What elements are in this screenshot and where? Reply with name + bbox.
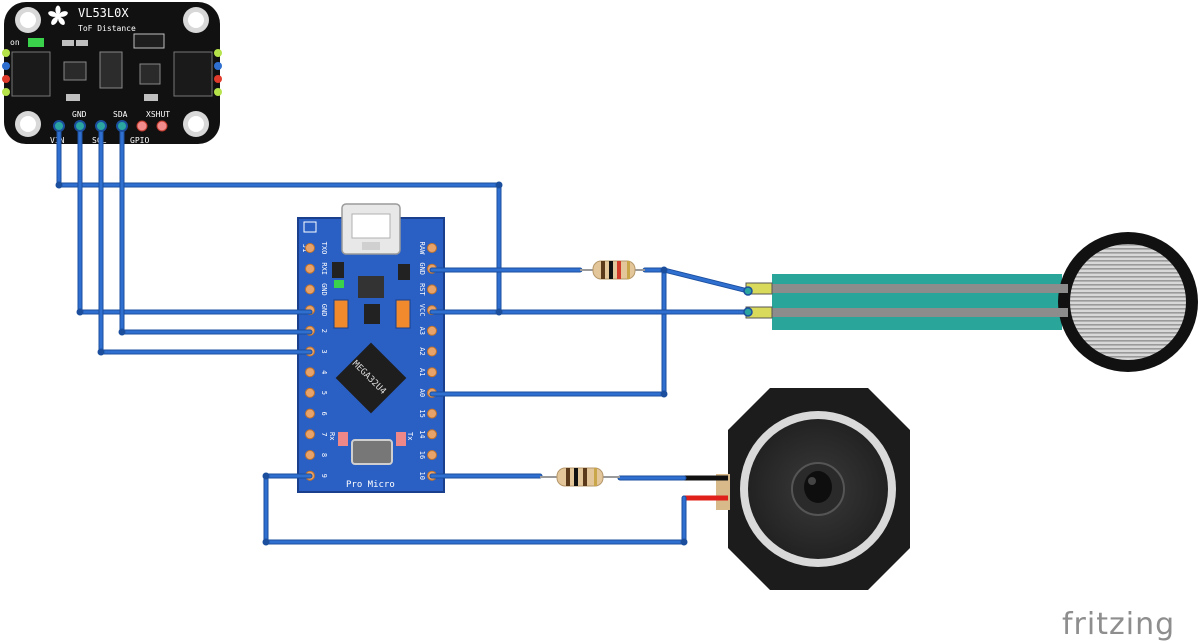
sensor-pin-label-gnd: GND	[72, 110, 87, 119]
pro-micro-pin-label: GND	[320, 283, 328, 296]
vl53l0x-sensor-board: VL53L0X ToF Distance on GND SDA XSHUT VI…	[2, 2, 222, 145]
force-sensitive-resistor	[745, 232, 1198, 372]
pro-micro-pin-left	[305, 263, 315, 274]
pro-micro-pin-label: 6	[320, 411, 328, 415]
pro-micro-pin-left	[305, 387, 315, 398]
wire-sda-pin2	[119, 123, 313, 335]
sensor-pin-label-gpio: GPIO	[130, 136, 149, 145]
on-label: on	[10, 38, 20, 47]
jumper-label: J1	[301, 244, 309, 252]
sensor-subtitle: ToF Distance	[78, 24, 136, 33]
pro-micro-pin-label: RAW	[418, 242, 426, 255]
adafruit-logo	[48, 5, 68, 25]
pro-micro-label: Pro Micro	[346, 480, 395, 490]
pro-micro-pin-label: RST	[418, 283, 426, 296]
pro-micro-pin-label: 10	[418, 471, 426, 479]
pro-micro-pin-left	[305, 408, 315, 419]
tx-label: Tx	[406, 432, 414, 440]
pro-micro-pin-label: RXI	[320, 262, 328, 275]
pro-micro-pin-label: 9	[320, 474, 328, 478]
resistor-speaker	[540, 467, 620, 487]
pro-micro-pin-label: A1	[418, 368, 426, 376]
pro-micro-pin-right	[427, 346, 437, 357]
pro-micro-pin-left	[305, 429, 315, 440]
pro-micro-pin-label: 15	[418, 409, 426, 417]
power-led	[28, 38, 44, 47]
pro-micro-pin-label: GND	[418, 262, 426, 275]
pro-micro-pin-label: TXO	[320, 242, 328, 255]
crystal	[351, 439, 393, 465]
pro-micro-pin-right	[427, 284, 437, 295]
wire-scl-pin3	[98, 123, 313, 355]
pro-micro-pin-label: A3	[418, 327, 426, 335]
sensor-title: VL53L0X	[78, 6, 129, 20]
resistor-fsr	[580, 260, 645, 280]
pro-micro-pin-label: 8	[320, 453, 328, 457]
wires	[53, 120, 753, 546]
rx-label: Rx	[328, 432, 336, 440]
pro-micro-pin-right	[427, 450, 437, 460]
pro-micro-pin-label: 3	[320, 349, 328, 353]
pro-micro-pin-label: 2	[320, 329, 328, 333]
fritzing-watermark: fritzing	[1062, 607, 1175, 642]
pro-micro-pin-label: VCC	[418, 304, 426, 317]
pro-micro-pin-label: 7	[320, 432, 328, 436]
pro-micro-pin-label: A2	[418, 347, 426, 355]
sensor-pin-label-xshut: XSHUT	[146, 110, 170, 119]
sensor-pin-label-sda: SDA	[113, 110, 128, 119]
pro-micro-pin-label: 14	[418, 430, 426, 438]
sensor-chip	[99, 51, 123, 89]
pro-micro-pin-right	[427, 243, 437, 253]
pro-micro-pin-label: 16	[418, 451, 426, 459]
pro-micro-pin-right	[427, 325, 437, 336]
pro-micro-pin-left	[305, 243, 315, 253]
wire-gnd-gnd	[77, 123, 313, 315]
pro-micro-pin-label: 4	[320, 370, 328, 374]
wire-a0-fsr	[429, 267, 667, 397]
speaker	[684, 388, 910, 590]
pro-micro-pin-label: A0	[418, 389, 426, 397]
pro-micro-pin-right	[427, 429, 437, 440]
mega32u4-chip	[335, 342, 407, 414]
pro-micro-pin-right	[427, 367, 437, 378]
pro-micro-pin-left	[305, 450, 315, 460]
pro-micro-pin-label: 5	[320, 391, 328, 395]
pro-micro-pin-left	[305, 367, 315, 378]
pro-micro-pin-right	[427, 408, 437, 419]
pro-micro-board: J1 MEGA32U4 Rx Tx Pro Micro TXORXIGNDGND…	[297, 203, 445, 493]
pro-micro-pin-left	[305, 284, 315, 295]
pro-micro-pin-label: GND	[320, 304, 328, 317]
fsr-sensing-area	[1070, 244, 1186, 360]
speaker-dust-cap	[804, 471, 832, 503]
